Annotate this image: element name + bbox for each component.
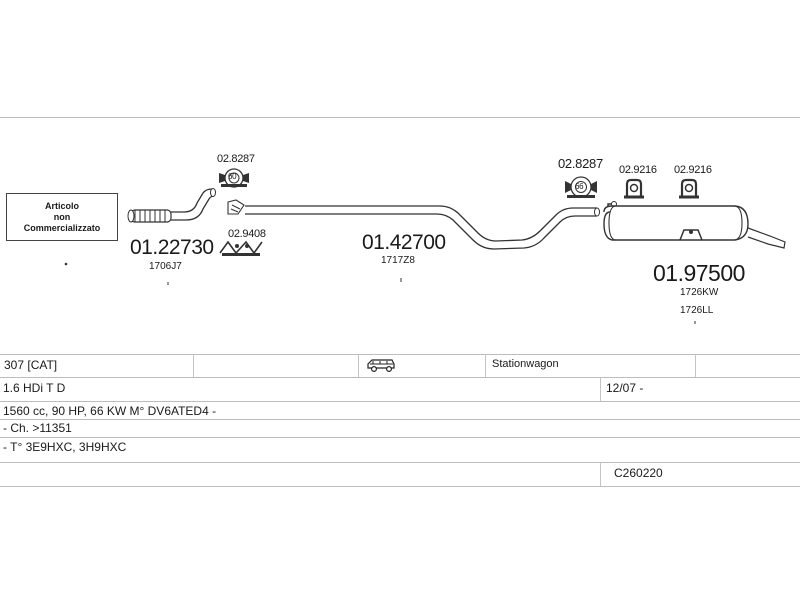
not-marketed-note: Articolo non Commercializzato — [6, 193, 118, 241]
clamp-front-symbol: 60 — [228, 172, 237, 181]
engine-cell: 1.6 HDi T D — [3, 381, 66, 395]
catalog-code-cell: C260220 — [614, 466, 663, 480]
exhaust-diagram — [64, 168, 786, 324]
leader-dot — [64, 262, 68, 266]
bracket-front-drawing[interactable] — [219, 240, 263, 256]
type-codes-cell: - T° 3E9HXC, 3H9HXC — [3, 440, 127, 454]
front-pipe-code[interactable]: 01.22730 — [130, 236, 214, 259]
spec-cell: 1560 cc, 90 HP, 66 KW M° DV6ATED4 - — [3, 404, 217, 418]
middle-pipe-ref: 1717Z8 — [381, 255, 415, 266]
bracket-front-code[interactable]: 02.9408 — [228, 228, 266, 240]
note-line-3: Commercializzato — [23, 222, 101, 233]
rear-silencer-code[interactable]: 01.97500 — [653, 260, 745, 286]
middle-pipe-code[interactable]: 01.42700 — [362, 231, 446, 254]
clamp-front-code[interactable]: 02.8287 — [217, 153, 255, 165]
model-cell: 307 [CAT] — [4, 358, 58, 372]
table-bottom-border — [0, 486, 800, 487]
table-col-divider — [485, 354, 486, 377]
table-col-divider — [358, 354, 359, 377]
front-pipe-ref: 1706J7 — [149, 261, 182, 272]
clamp-front-drawing[interactable] — [219, 168, 249, 188]
date-cell: 12/07 - — [606, 381, 644, 395]
table-col-divider — [600, 377, 601, 401]
rear-silencer-ref-1: 1726KW — [680, 287, 719, 298]
chassis-cell: - Ch. >11351 — [3, 421, 72, 435]
table-col-divider — [193, 354, 194, 377]
hanger-2-code[interactable]: 02.9216 — [674, 164, 712, 176]
table-row-line — [0, 401, 800, 402]
clamp-rear-drawing[interactable] — [565, 176, 597, 198]
hanger-1-drawing[interactable] — [624, 178, 644, 199]
table-row-line — [0, 419, 800, 420]
rear-silencer-ref-2: 1726LL — [680, 305, 714, 316]
table-row-line — [0, 462, 800, 463]
table-row-line — [0, 377, 800, 378]
table-col-divider — [600, 462, 601, 486]
front-pipe-drawing[interactable] — [127, 188, 216, 223]
body-type-cell: Stationwagon — [492, 358, 559, 370]
station-wagon-icon — [367, 359, 395, 373]
table-top-border — [0, 354, 800, 355]
table-row-line — [0, 437, 800, 438]
hanger-1-code[interactable]: 02.9216 — [619, 164, 657, 176]
rear-silencer-drawing[interactable] — [603, 201, 786, 249]
middle-pipe-drawing[interactable] — [227, 199, 600, 250]
table-col-divider — [695, 354, 696, 377]
note-line-1: Articolo — [44, 200, 79, 211]
clamp-rear-code[interactable]: 02.8287 — [558, 156, 603, 171]
top-border — [0, 117, 800, 118]
note-line-2: non — [53, 211, 71, 222]
hanger-2-drawing[interactable] — [679, 178, 699, 199]
clamp-rear-symbol: 66 — [575, 182, 584, 191]
